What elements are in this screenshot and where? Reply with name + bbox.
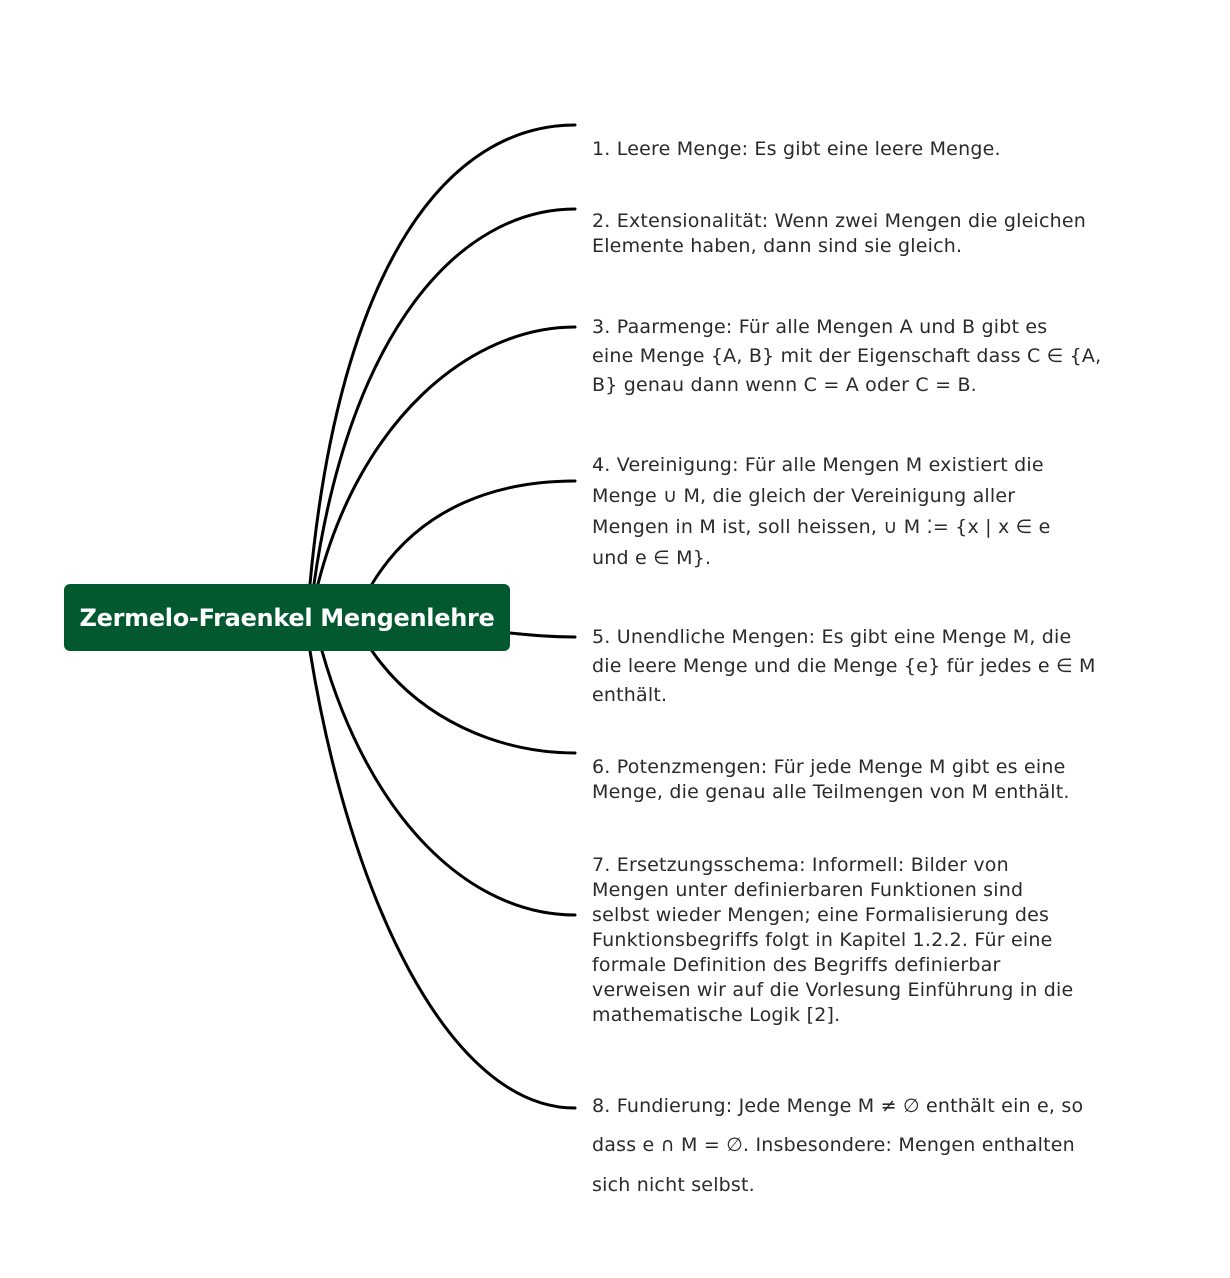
connector-branch-1 (308, 123, 577, 586)
branch-node-8[interactable]: 8. Fundierung: Jede Menge M ≠ ∅ enthält … (592, 1047, 1112, 1205)
branch-node-3[interactable]: 3. Paarmenge: Für alle Mengen A und B gi… (592, 284, 1112, 400)
connector-branch-6 (370, 649, 577, 755)
branch-label: 8. Fundierung: Jede Menge M ≠ ∅ enthält … (592, 1094, 1084, 1196)
branch-node-1[interactable]: 1. Leere Menge: Es gibt eine leere Menge… (592, 112, 1112, 162)
central-topic[interactable]: Zermelo-Fraenkel Mengenlehre (64, 584, 510, 651)
branch-label: 7. Ersetzungsschema: Informell: Bilder v… (592, 854, 1074, 1026)
connector-branch-3 (316, 325, 577, 586)
branch-label: 6. Potenzmengen: Für jede Menge M gibt e… (592, 756, 1070, 803)
branch-label: 5. Unendliche Mengen: Es gibt eine Menge… (592, 626, 1096, 706)
connector-branch-4 (370, 479, 577, 586)
branch-node-7[interactable]: 7. Ersetzungsschema: Informell: Bilder v… (592, 828, 1112, 1028)
branch-label: 4. Vereinigung: Für alle Mengen M existi… (592, 454, 1051, 569)
branch-label: 2. Extensionalität: Wenn zwei Mengen die… (592, 210, 1086, 257)
connector-branch-2 (312, 207, 577, 586)
branch-node-6[interactable]: 6. Potenzmengen: Für jede Menge M gibt e… (592, 730, 1112, 805)
connector-branch-5 (508, 631, 577, 639)
connector-branch-8 (308, 649, 577, 1110)
branch-node-4[interactable]: 4. Vereinigung: Für alle Mengen M existi… (592, 419, 1112, 574)
branch-label: 1. Leere Menge: Es gibt eine leere Menge… (592, 138, 1001, 160)
branch-node-5[interactable]: 5. Unendliche Mengen: Es gibt eine Menge… (592, 594, 1112, 710)
branch-label: 3. Paarmenge: Für alle Mengen A und B gi… (592, 316, 1102, 396)
branch-node-2[interactable]: 2. Extensionalität: Wenn zwei Mengen die… (592, 184, 1112, 259)
connector-branch-7 (320, 649, 577, 917)
central-topic-label: Zermelo-Fraenkel Mengenlehre (79, 603, 495, 632)
